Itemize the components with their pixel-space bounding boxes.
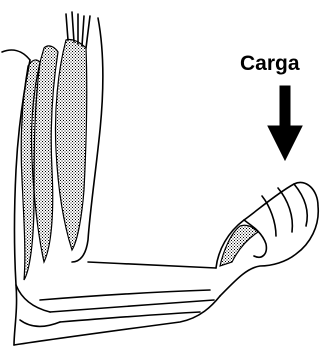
biceps-muscle [55,39,86,250]
down-arrow-icon [268,86,302,160]
forearm [14,262,220,345]
muscle-bundles [21,39,258,280]
forearm-flexor [220,225,258,266]
load-label: Carga [240,52,300,76]
